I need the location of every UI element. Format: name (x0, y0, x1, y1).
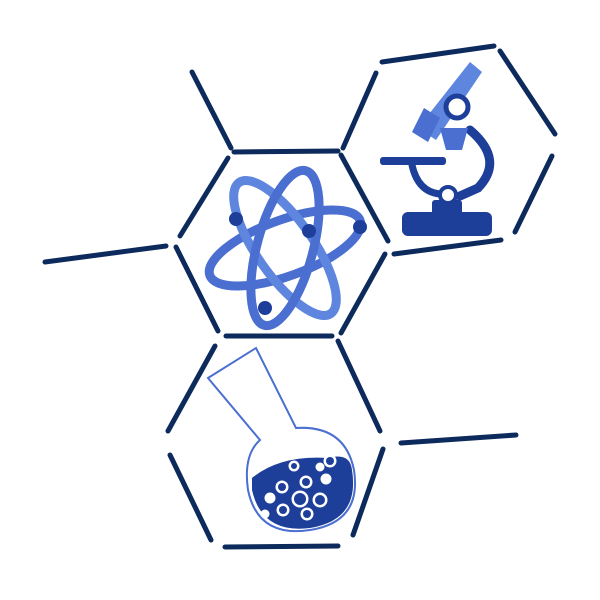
flask-icon (206, 346, 356, 533)
hexagon-upper-right (340, 43, 558, 257)
hexagon-lower (165, 338, 386, 550)
atom-icon (204, 165, 367, 331)
hexagon-center (173, 148, 391, 339)
hexagon-frames (42, 43, 558, 550)
microscope-icon (380, 62, 495, 236)
bond-lines (42, 69, 519, 446)
